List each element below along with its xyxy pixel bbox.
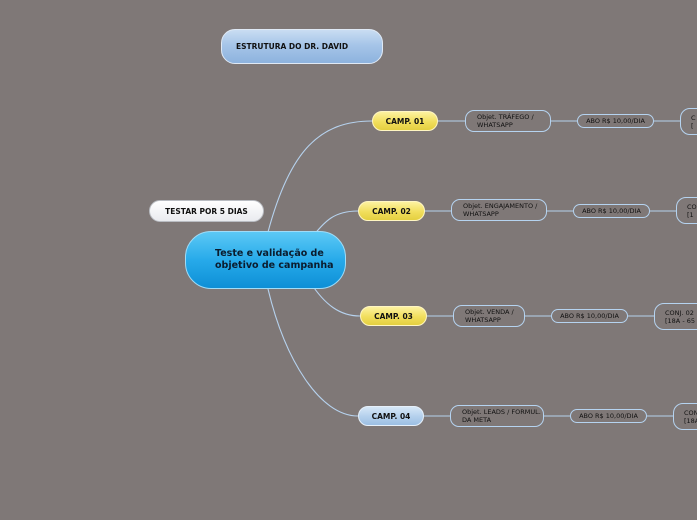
- connector-central-camp-01: [267, 120, 373, 233]
- camp-02-node[interactable]: CAMP. 02: [358, 201, 425, 221]
- camp-01-node[interactable]: CAMP. 01: [372, 111, 438, 131]
- camp-02-ad-set-node[interactable]: CO [1: [676, 197, 697, 224]
- camp-01-ad-set-node[interactable]: C [: [680, 108, 697, 135]
- test-duration-node[interactable]: TESTAR POR 5 DIAS: [149, 200, 264, 222]
- camp-01-objective-node[interactable]: Objet. TRÁFEGO / WHATSAPP: [465, 110, 551, 132]
- camp-03-objective-node[interactable]: Objet. VENDA / WHATSAPP: [453, 305, 525, 327]
- camp-04-objective-node[interactable]: Objet. LEADS / FORMUL. DA META: [450, 405, 544, 427]
- camp-03-ad-set-node[interactable]: CONJ. 02 [18A - 65: [654, 303, 697, 330]
- camp-04-budget-node[interactable]: ABO R$ 10,00/DIA: [570, 409, 647, 423]
- central-topic-node[interactable]: Teste e validação de objetivo de campanh…: [185, 231, 346, 289]
- camp-03-node[interactable]: CAMP. 03: [360, 306, 427, 326]
- title-node[interactable]: ESTRUTURA DO DR. DAVID: [221, 29, 383, 64]
- camp-02-budget-node[interactable]: ABO R$ 10,00/DIA: [573, 204, 650, 218]
- camp-04-ad-set-node[interactable]: CON [18A: [673, 403, 697, 430]
- connector-central-camp-04: [267, 288, 359, 417]
- camp-01-budget-node[interactable]: ABO R$ 10,00/DIA: [577, 114, 654, 128]
- camp-04-node[interactable]: CAMP. 04: [358, 406, 424, 426]
- camp-02-objective-node[interactable]: Objet. ENGAJAMENTO / WHATSAPP: [451, 199, 547, 221]
- camp-03-budget-node[interactable]: ABO R$ 10,00/DIA: [551, 309, 628, 323]
